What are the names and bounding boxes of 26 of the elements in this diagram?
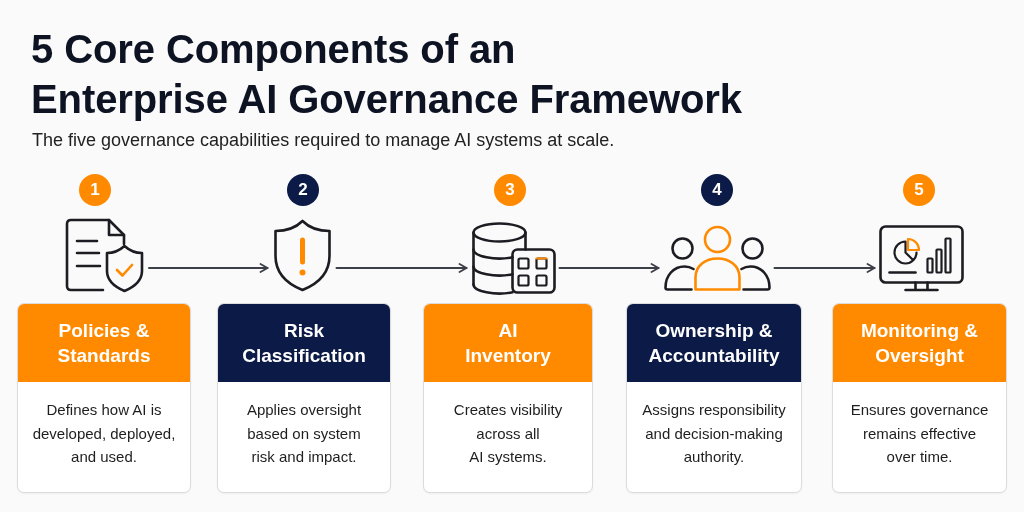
card-title: Monitoring & Oversight <box>860 319 979 368</box>
arrow <box>773 263 876 273</box>
component-card <box>423 303 593 493</box>
card-title: Risk Classification <box>242 319 366 368</box>
arrow <box>335 263 468 273</box>
component-card <box>17 303 191 493</box>
step-number-badge: 4 <box>701 174 733 206</box>
step-number-badge: 3 <box>494 174 526 206</box>
step-number-badge: 1 <box>79 174 111 206</box>
card-description: Applies oversight based on system risk and impact. <box>246 400 362 467</box>
component-card <box>832 303 1007 493</box>
step-number-badge: 5 <box>903 174 935 206</box>
step-number-badge: 2 <box>287 174 319 206</box>
card-title: Policies & Standards <box>57 319 151 368</box>
card-title: Ownership & Accountability <box>648 319 780 368</box>
subtitle: The five governance capabilities required to manage AI systems at scale. <box>32 129 615 151</box>
card-title: AI Inventory <box>465 319 551 368</box>
arrow <box>558 263 660 273</box>
card-description: Defines how AI is developed, deployed, and used. <box>32 400 176 467</box>
component-card <box>626 303 802 493</box>
card-description: Ensures governance remains effective over time. <box>850 400 989 467</box>
card-description: Creates visibility across all AI systems. <box>453 400 563 467</box>
title: 5 Core Components of an Enterprise AI Governance Framework <box>31 26 742 123</box>
arrow <box>148 263 269 273</box>
component-card <box>217 303 391 493</box>
card-description: Assigns responsibility and decision-making authority. <box>642 400 786 467</box>
